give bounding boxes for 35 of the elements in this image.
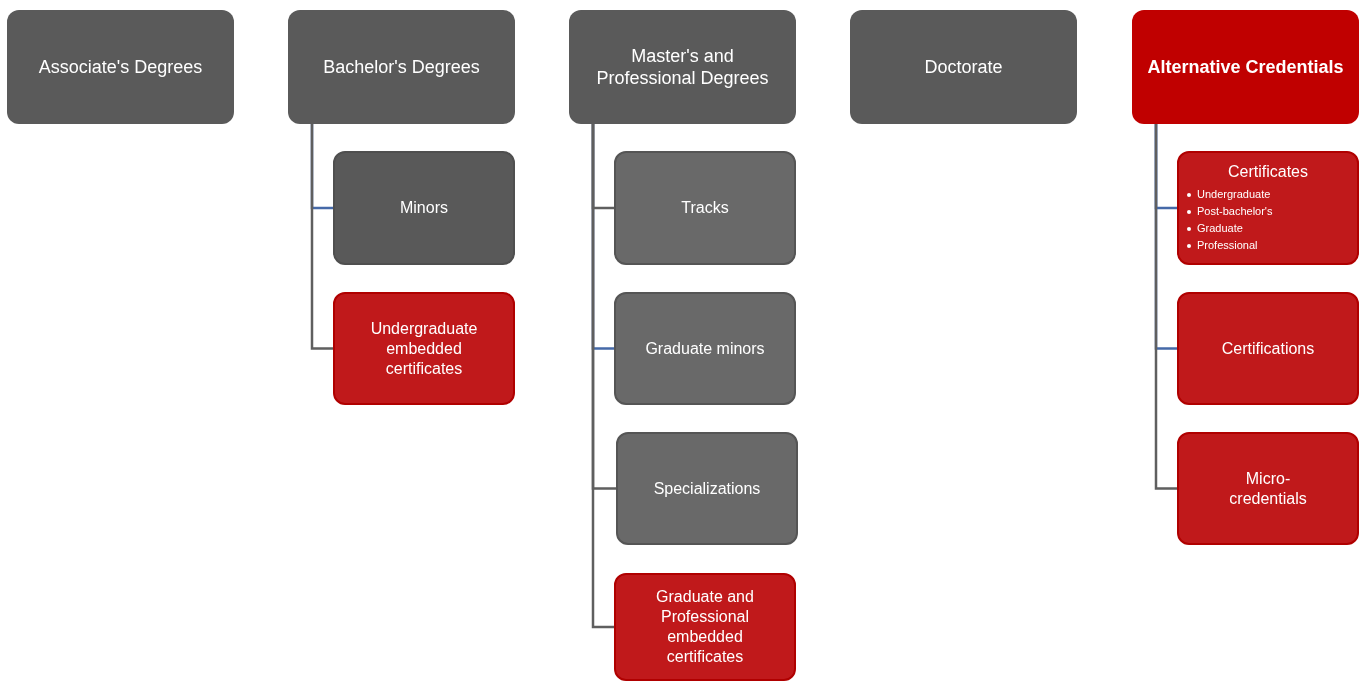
connector-line	[591, 124, 614, 629]
subcategory-box	[614, 292, 796, 405]
box-label: Doctorate	[924, 55, 1003, 79]
degree-box	[850, 10, 1077, 124]
box-label: Certifications	[1221, 338, 1315, 359]
credential-box	[1177, 432, 1359, 545]
box-heading: Certificates	[1228, 162, 1308, 182]
box-label: Graduate and Professional embedded certificates	[655, 587, 755, 667]
credential-box	[1177, 292, 1359, 405]
degree-box	[7, 10, 234, 124]
bullet-item: Undergraduate	[1187, 186, 1273, 203]
subcategory-box	[333, 151, 515, 265]
bullet-item: Post-bachelor's	[1187, 203, 1273, 220]
box-label: Specializations	[653, 478, 761, 499]
bullet-item: Graduate	[1187, 220, 1273, 237]
box-label: Tracks	[681, 198, 729, 218]
degree-box	[288, 10, 515, 124]
credential-box	[333, 292, 515, 405]
credential-box	[614, 573, 796, 681]
degree-box	[569, 10, 796, 124]
subcategory-box	[616, 432, 798, 545]
box-label: Minors	[400, 198, 448, 218]
credential-box	[1177, 151, 1359, 265]
subcategory-box	[614, 151, 796, 265]
bullet-item: Professional	[1187, 237, 1273, 254]
box-label: Graduate minors	[645, 338, 765, 359]
box-label: Bachelor's Degrees	[323, 55, 480, 79]
box-label: Alternative Credentials	[1147, 55, 1344, 79]
credential-header-box	[1132, 10, 1359, 124]
connector-line	[310, 124, 333, 350]
box-label: Micro-credentials	[1228, 468, 1308, 509]
box-label: Master's and Professional Degrees	[595, 44, 770, 90]
box-label: Undergraduate embedded certificates	[369, 318, 479, 379]
box-label: Associate's Degrees	[38, 55, 203, 79]
connector-line	[1154, 124, 1177, 490]
